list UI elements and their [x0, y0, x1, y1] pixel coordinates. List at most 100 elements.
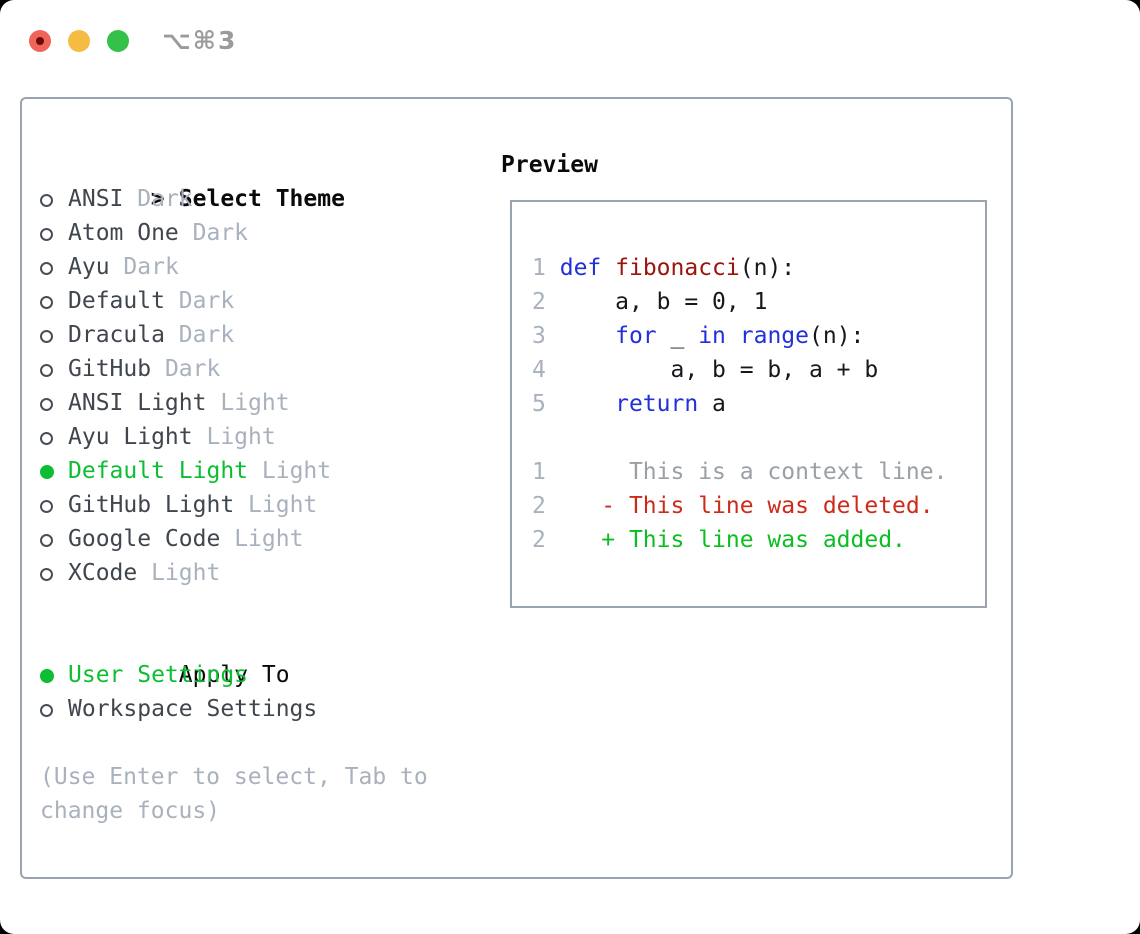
option-label: Workspace Settings: [68, 696, 318, 722]
code-token: in: [698, 323, 726, 349]
radio-unselected-icon: [40, 364, 53, 377]
code-line: 2 a, b = 0, 1: [532, 285, 985, 319]
option-label: Ayu: [68, 254, 110, 280]
code-token: [560, 527, 602, 553]
option-label: GitHub Light: [68, 492, 235, 518]
option-variant-label: Dark: [164, 356, 221, 382]
option-label: GitHub: [68, 356, 152, 382]
select-theme-heading: > Select Theme: [40, 148, 501, 212]
option-label: ANSI Light: [68, 390, 207, 416]
code-line: 5 return a: [532, 387, 985, 421]
option-variant-label: Dark: [178, 288, 235, 314]
line-number: 2: [532, 493, 546, 519]
diff-preview: 1 This is a context line. 2 - This line w…: [532, 455, 985, 557]
option-variant-label: Light: [151, 560, 221, 586]
keyboard-shortcut-label: ⌥⌘3: [162, 26, 238, 55]
code-token: _: [656, 323, 699, 349]
option-variant-label: Dark: [178, 322, 235, 348]
minimize-button[interactable]: [68, 29, 90, 52]
line-number: 5: [532, 391, 546, 417]
theme-option-xcode-light[interactable]: XCode Light: [40, 556, 501, 590]
option-variant-label: Dark: [137, 186, 193, 212]
line-number: 3: [532, 323, 546, 349]
apply-option-user-settings[interactable]: User Settings: [40, 658, 501, 692]
option-variant-label: Dark: [123, 254, 179, 280]
option-label: ANSI: [68, 186, 124, 212]
code-token: a, b = 0, 1: [559, 289, 768, 315]
theme-option-ansi-dark[interactable]: ANSI Dark: [40, 182, 501, 216]
radio-unselected-icon: [40, 398, 53, 411]
select-theme-title: Select Theme: [178, 186, 345, 212]
code-token: [726, 323, 740, 349]
radio-unselected-icon: [40, 704, 53, 717]
radio-unselected-icon: [40, 432, 53, 445]
theme-option-default-light-light[interactable]: Default Light Light: [40, 454, 501, 488]
theme-option-github-light-light[interactable]: GitHub Light Light: [40, 488, 501, 522]
close-button[interactable]: [29, 29, 51, 52]
radio-unselected-icon: [40, 228, 53, 241]
radio-selected-icon: [40, 669, 54, 683]
selection-caret-icon: >: [150, 186, 165, 212]
theme-option-ayu-dark[interactable]: Ayu Dark: [40, 250, 501, 284]
code-token: fibonacci: [615, 255, 740, 281]
code-token: a: [698, 391, 726, 417]
help-text: (Use Enter to select, Tab to change focu…: [40, 764, 428, 824]
radio-unselected-icon: [40, 500, 53, 513]
option-variant-label: Dark: [192, 220, 249, 246]
code-line: 1 def fibonacci(n):: [532, 251, 985, 285]
code-token: return: [615, 391, 699, 417]
radio-unselected-icon: [40, 194, 53, 207]
theme-option-ayu-light-light[interactable]: Ayu Light Light: [40, 420, 501, 454]
apply-to-heading: Apply To: [40, 624, 501, 688]
line-number: 4: [532, 357, 546, 383]
diff-line: 2 + This line was added.: [532, 523, 985, 557]
code-token: [601, 255, 615, 281]
code-token: - This line was deleted.: [601, 493, 934, 519]
option-label: User Settings: [68, 662, 249, 688]
option-variant-label: Light: [261, 458, 332, 484]
code-token: for: [615, 323, 657, 349]
code-token: [560, 391, 615, 417]
option-label: Atom One: [68, 220, 179, 246]
titlebar: ⌥⌘3: [29, 26, 237, 55]
option-label: Default Light: [68, 458, 249, 484]
code-token: + This line was added.: [601, 527, 906, 553]
theme-option-dracula-dark[interactable]: Dracula Dark: [40, 318, 501, 352]
theme-option-github-dark[interactable]: GitHub Dark: [40, 352, 501, 386]
line-number: 1: [532, 459, 546, 485]
radio-unselected-icon: [40, 330, 53, 343]
option-label: XCode: [68, 560, 138, 586]
zoom-button[interactable]: [107, 29, 129, 52]
theme-option-default-dark[interactable]: Default Dark: [40, 284, 501, 318]
theme-option-google-code-light[interactable]: Google Code Light: [40, 522, 501, 556]
option-label: Google Code: [68, 526, 221, 552]
preview-title: Preview: [501, 152, 598, 178]
line-number: 2: [532, 289, 546, 315]
code-token: [560, 493, 602, 519]
theme-option-ansi-light-light[interactable]: ANSI Light Light: [40, 386, 501, 420]
diff-line: 2 - This line was deleted.: [532, 489, 985, 523]
option-label: Dracula: [68, 322, 165, 348]
theme-option-atom-one-dark[interactable]: Atom One Dark: [40, 216, 501, 250]
code-token: [560, 323, 615, 349]
apply-option-workspace-settings[interactable]: Workspace Settings: [40, 692, 501, 726]
code-token: def: [559, 255, 602, 281]
line-number: 2: [532, 527, 546, 553]
code-token: range: [739, 323, 810, 349]
radio-selected-icon: [40, 465, 54, 479]
preview-column: Preview 1 def fibonacci(n):2 a, b = 0, 1…: [501, 148, 1011, 608]
apply-to-title: Apply To: [178, 662, 290, 688]
radio-unselected-icon: [40, 568, 53, 581]
radio-unselected-icon: [40, 296, 53, 309]
option-variant-label: Light: [248, 492, 318, 518]
code-token: This is a context line.: [559, 459, 948, 485]
code-token: a, b = b, a + b: [559, 357, 879, 383]
line-number: 1: [532, 255, 546, 281]
option-variant-label: Light: [220, 390, 290, 416]
option-label: Default: [68, 288, 165, 314]
